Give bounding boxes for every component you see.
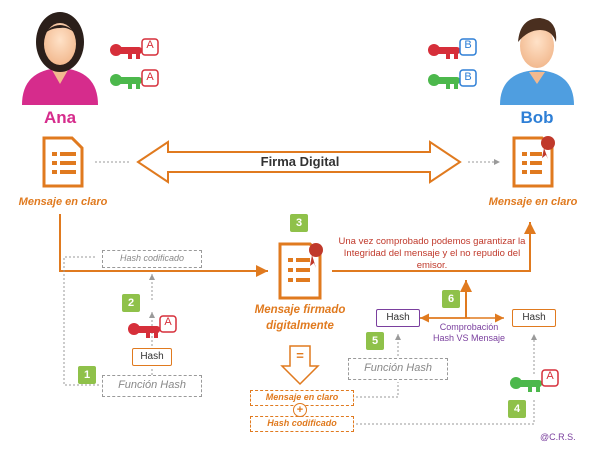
signed-to-bob-line bbox=[332, 222, 536, 272]
bob-signed-document-icon bbox=[512, 136, 555, 188]
hash-purple-box: Hash bbox=[376, 309, 420, 327]
comparison-label: Comprobación Hash VS Mensaje bbox=[424, 322, 514, 344]
hash-orange-right-box: Hash bbox=[512, 309, 556, 327]
funcion-hash-right-box: Función Hash bbox=[348, 358, 448, 380]
integrity-note-line1: Una vez comprobado podemos garantizar la bbox=[338, 236, 526, 247]
left-flow-line bbox=[63, 256, 100, 386]
ana-public-key-icon bbox=[110, 69, 159, 89]
signed-document-icon bbox=[278, 242, 323, 300]
firma-digital-title: Firma Digital bbox=[260, 154, 340, 169]
step-3-badge: 3 bbox=[290, 214, 308, 232]
bob-key2-letter: B bbox=[464, 71, 472, 83]
ana-key2-letter: A bbox=[146, 71, 154, 83]
comparison-line1: Comprobación bbox=[439, 322, 499, 332]
signed-doc-label-line2: digitalmente bbox=[266, 320, 334, 332]
ana-document-icon bbox=[42, 136, 84, 188]
integrity-note-line3: emisor. bbox=[416, 260, 448, 271]
ana-to-signed-line bbox=[59, 214, 268, 277]
equals-sign: = bbox=[296, 348, 304, 363]
firma-digital-double-arrow bbox=[136, 140, 462, 184]
encode-private-key-icon bbox=[128, 315, 177, 338]
hash-left-box: Hash bbox=[132, 348, 172, 366]
step-5-badge: 5 bbox=[366, 332, 384, 350]
integrity-note: Una vez comprobado podemos garantizar la… bbox=[332, 236, 532, 272]
step-6-badge: 6 bbox=[442, 290, 460, 308]
mensaje-to-funcion-line bbox=[356, 382, 399, 398]
step-2-badge: 2 bbox=[122, 294, 140, 312]
step-4-badge: 4 bbox=[508, 400, 526, 418]
expand-down-arrow-icon bbox=[280, 345, 320, 386]
hash-codificado-top-box: Hash codificado bbox=[102, 250, 202, 268]
ana-avatar-icon bbox=[22, 12, 98, 105]
hash-codificado-bottom-box: Hash codificado bbox=[250, 416, 354, 432]
signed-doc-label-line1: Mensaje firmado bbox=[254, 304, 346, 316]
bob-private-key-icon bbox=[428, 38, 477, 59]
ana-name: Ana bbox=[43, 108, 77, 127]
integrity-note-line2: Integridad del mensaje y el no repudio d… bbox=[343, 248, 521, 259]
bob-avatar-icon bbox=[500, 18, 574, 105]
codificado-to-key-line bbox=[356, 398, 535, 425]
comparison-line2: Hash VS Mensaje bbox=[432, 333, 506, 343]
encode-key-letter: A bbox=[164, 316, 172, 328]
bob-key1-letter: B bbox=[464, 39, 472, 51]
plus-icon: + bbox=[293, 403, 307, 417]
decode-public-key-icon bbox=[510, 369, 559, 392]
funcion-hash-left-box: Función Hash bbox=[102, 375, 202, 397]
decode-key-letter: A bbox=[546, 370, 554, 382]
bob-public-key-icon bbox=[428, 69, 477, 89]
step-1-badge: 1 bbox=[78, 366, 96, 384]
bob-doc-label: Mensaje en claro bbox=[488, 196, 578, 208]
ana-private-key-icon bbox=[110, 38, 159, 59]
credit-text: @C.R.S. bbox=[540, 432, 576, 442]
bob-name: Bob bbox=[520, 108, 554, 127]
ana-key1-letter: A bbox=[146, 39, 154, 51]
ana-doc-label: Mensaje en claro bbox=[18, 196, 108, 208]
